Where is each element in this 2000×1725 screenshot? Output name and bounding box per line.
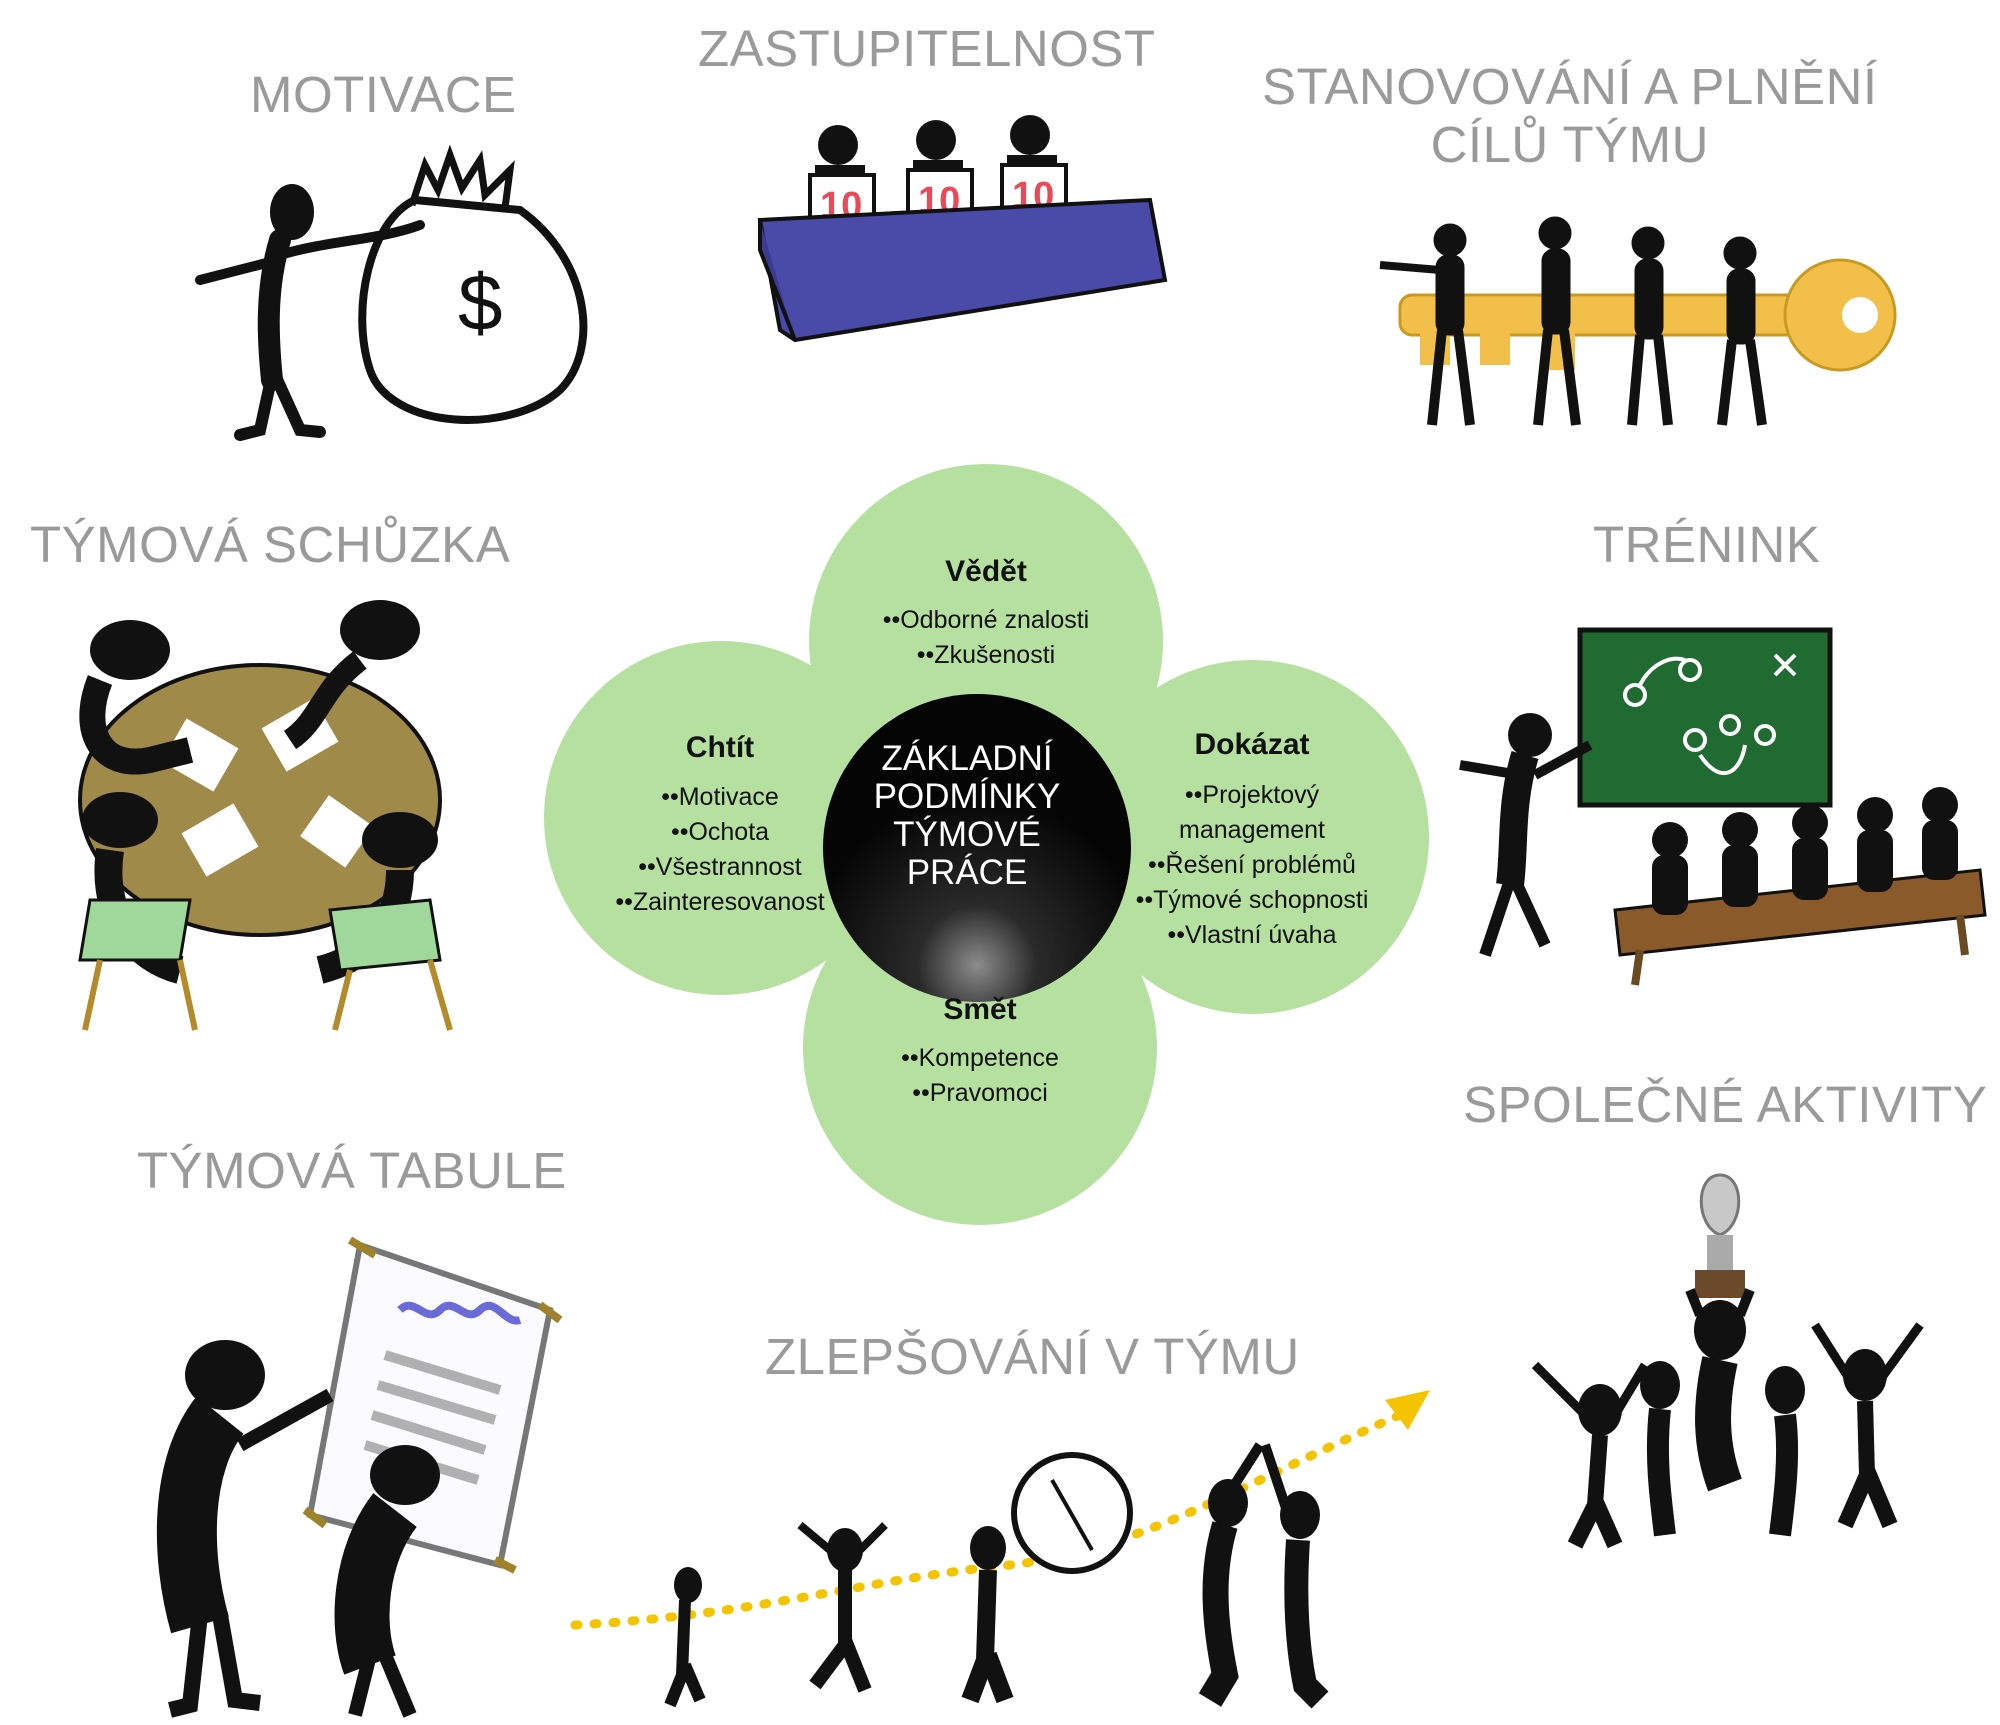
petal-item: ••Kompetence (901, 1044, 1059, 1072)
celebration-illustration (1531, 1173, 1924, 1549)
petal-item: ••Pravomoci (912, 1079, 1048, 1107)
judges-illustration: 10 10 10 (757, 115, 1168, 343)
label-schuzka: TÝMOVÁ SCHŮZKA (30, 516, 511, 573)
label-zastupitelnost: ZASTUPITELNOST (698, 20, 1156, 77)
label-motivace: MOTIVACE (250, 66, 517, 123)
petal-right (1075, 660, 1429, 1014)
training-illustration (1459, 627, 1987, 986)
label-cile-line2: CÍLŮ TÝMU (1430, 116, 1709, 174)
center-title-line: ZÁKLADNÍ (881, 739, 1053, 778)
petal-item: ••Projektový (1184, 781, 1320, 809)
label-tabule: TÝMOVÁ TABULE (137, 1142, 567, 1199)
petal-right-items: ••Projektový management ••Řešení problém… (1082, 778, 1422, 953)
petal-bottom-title: Smět (943, 993, 1017, 1026)
petal-item: management (1179, 816, 1325, 844)
petal-item: ••Řešení problémů (1148, 851, 1356, 879)
petal-item: ••Týmové schopnosti (1135, 886, 1369, 914)
center-title-line: PRÁCE (906, 853, 1028, 892)
petal-item: ••Odborné znalosti (882, 606, 1090, 634)
petal-top-items: ••Odborné znalosti ••Zkušenosti (816, 603, 1156, 673)
center-circle (823, 694, 1131, 1002)
center-title-line: PODMÍNKY (873, 777, 1061, 816)
motivation-illustration: $ (195, 144, 588, 441)
petal-left (544, 641, 898, 995)
petal-item: ••Zainteresovanost (615, 888, 825, 916)
petal-item: ••Vlastní úvaha (1167, 921, 1337, 949)
label-trenink: TRÉNINK (1593, 516, 1821, 573)
team-board-illustration (156, 1236, 563, 1718)
label-zlepsovani: ZLEPŠOVÁNÍ V TÝMU (765, 1328, 1300, 1385)
label-cile-line1: STANOVOVÁNÍ A PLNĚNÍ (1262, 58, 1878, 115)
petal-item: ••Zkušenosti (916, 641, 1056, 669)
label-cile: STANOVOVÁNÍ A PLNĚNÍ CÍLŮ TÝMU (1262, 58, 1878, 174)
petal-item: ••Motivace (661, 783, 779, 811)
petal-top-title: Vědět (945, 555, 1027, 588)
petal-item: ••Ochota (670, 818, 770, 846)
key-team-illustration (1379, 216, 1897, 426)
improvement-illustration (570, 1390, 1430, 1709)
petal-bottom-items: ••Kompetence ••Pravomoci (810, 1041, 1150, 1111)
meeting-illustration (78, 600, 453, 1031)
petal-left-title: Chtít (685, 731, 755, 764)
petal-item: ••Všestrannost (638, 853, 802, 881)
petal-left-items: ••Motivace ••Ochota ••Všestrannost ••Zai… (550, 780, 890, 920)
petal-right-title: Dokázat (1194, 728, 1310, 761)
label-aktivity: SPOLEČNÉ AKTIVITY (1463, 1076, 1988, 1133)
svg-text:$: $ (458, 258, 503, 347)
center-title: ZÁKLADNÍ PODMÍNKY TÝMOVÉ PRÁCE (817, 740, 1117, 892)
center-title-line: TÝMOVÉ (893, 815, 1041, 854)
